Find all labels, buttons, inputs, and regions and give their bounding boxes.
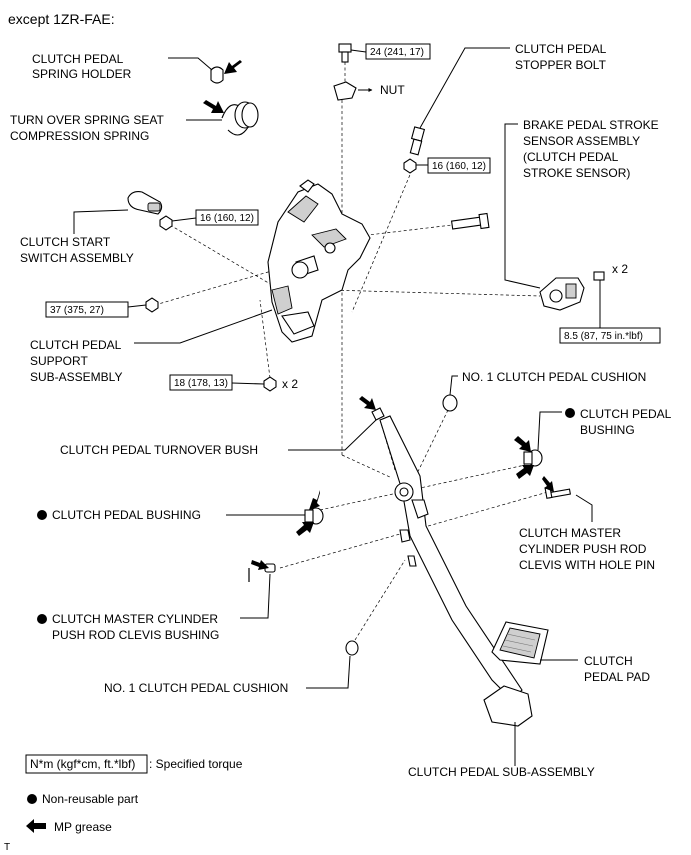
grease-arrow-icon: [542, 476, 554, 492]
turnover-bush-part: [359, 396, 385, 421]
label-support-1: CLUTCH PEDAL: [30, 338, 122, 352]
label-pedal-sub: CLUTCH PEDAL SUB-ASSEMBLY: [408, 765, 595, 779]
bolt-part: [338, 43, 352, 63]
nut-part: [145, 297, 159, 313]
turnover-spring-part: [203, 100, 259, 136]
label-pedal-pad-2: PEDAL PAD: [584, 670, 650, 684]
assembly-lines: [154, 62, 556, 641]
legend-torque-box: N*m (kgf*cm, ft.*lbf): [30, 757, 135, 771]
label-stopper-bolt-1: CLUTCH PEDAL: [515, 42, 607, 56]
label-push-rod-pin-3: CLEVIS WITH HOLE PIN: [519, 558, 655, 572]
label-turnover-bush: CLUTCH PEDAL TURNOVER BUSH: [60, 443, 258, 457]
label-bushing-left: CLUTCH PEDAL BUSHING: [52, 508, 201, 522]
label-support-3: SUB-ASSEMBLY: [30, 370, 122, 384]
label-spring-holder-2: SPRING HOLDER: [32, 67, 132, 81]
label-start-switch-1: CLUTCH START: [20, 235, 111, 249]
label-turnover-spring-1: TURN OVER SPRING SEAT: [10, 113, 164, 127]
pedal-arm-part: [379, 415, 523, 701]
nut-part: [159, 215, 173, 231]
legend-grease: MP grease: [54, 820, 112, 834]
multiplier-support: x 2: [282, 377, 298, 391]
grease-arrow-icon: [203, 100, 224, 113]
non-reusable-dot-icon: [37, 614, 47, 624]
label-stroke-sensor-4: STROKE SENSOR): [523, 166, 630, 180]
cushion-part: [345, 640, 359, 656]
label-nut: NUT: [380, 83, 405, 97]
footer-mark: T: [4, 842, 10, 853]
label-spring-holder-1: CLUTCH PEDAL: [32, 52, 124, 66]
label-pedal-pad-1: CLUTCH: [584, 654, 633, 668]
grease-arrow-icon: [359, 396, 376, 410]
grease-arrow-icon: [516, 465, 534, 479]
label-stroke-sensor-1: BRAKE PEDAL STROKE: [523, 118, 659, 132]
grease-arrow-icon: [514, 436, 531, 452]
label-support-2: SUPPORT: [30, 354, 88, 368]
pedal-foot-part: [483, 685, 533, 727]
label-stroke-sensor-3: (CLUTCH PEDAL: [523, 150, 619, 164]
non-reusable-dot-icon: [565, 408, 575, 418]
label-start-switch-2: SWITCH ASSEMBLY: [20, 251, 134, 265]
nut-part: [263, 376, 277, 392]
grease-arrow-icon: [26, 819, 46, 833]
label-turnover-spring-2: COMPRESSION SPRING: [10, 129, 149, 143]
legend-non-reusable: Non-reusable part: [42, 792, 139, 806]
torque-8-5: 8.5 (87, 75 in.*lbf): [564, 331, 643, 342]
label-push-rod-pin-2: CYLINDER PUSH ROD: [519, 542, 647, 556]
label-cushion-lower: NO. 1 CLUTCH PEDAL CUSHION: [104, 681, 288, 695]
legend: N*m (kgf*cm, ft.*lbf) : Specified torque…: [25, 754, 243, 834]
clevis-pin-part: [542, 476, 571, 499]
torque-16b: 16 (160, 12): [432, 161, 486, 172]
label-push-rod-bushing-2: PUSH ROD CLEVIS BUSHING: [52, 628, 219, 642]
stopper-bolt-part: [409, 126, 426, 156]
nut-part: [333, 81, 357, 101]
label-push-rod-bushing-1: CLUTCH MASTER CYLINDER: [52, 612, 218, 626]
non-reusable-dot-icon: [27, 794, 37, 804]
nut-part: [403, 158, 417, 174]
grease-arrow-icon: [296, 522, 314, 536]
pedal-support-part: [267, 179, 371, 343]
pedal-pad-part: [491, 621, 549, 665]
pivot-bolt-part: [450, 212, 490, 230]
torque-16a: 16 (160, 12): [200, 213, 254, 224]
bushing-left-part: [296, 490, 324, 536]
torque-18: 18 (178, 13): [174, 378, 228, 389]
stroke-sensor-part: [539, 271, 605, 311]
variant-heading: except 1ZR-FAE:: [8, 11, 115, 27]
multiplier-sensor: x 2: [612, 262, 628, 276]
label-push-rod-pin-1: CLUTCH MASTER: [519, 526, 621, 540]
torque-37: 37 (375, 27): [50, 305, 104, 316]
label-bushing-right-2: BUSHING: [580, 423, 635, 437]
grease-arrow-icon: [309, 490, 320, 510]
legend-torque-text: : Specified torque: [149, 757, 243, 771]
label-stroke-sensor-2: SENSOR ASSEMBLY: [523, 134, 640, 148]
grease-arrow-icon: [224, 60, 242, 74]
label-cushion-upper: NO. 1 CLUTCH PEDAL CUSHION: [462, 370, 646, 384]
grease-arrow-icon: [251, 560, 269, 570]
clevis-bushing-part: [248, 560, 276, 582]
cushion-part: [442, 394, 458, 412]
non-reusable-dot-icon: [37, 510, 47, 520]
bushing-right-part: [514, 436, 543, 479]
start-switch-part: [127, 191, 163, 215]
torque-24: 24 (241, 17): [370, 47, 424, 58]
label-stopper-bolt-2: STOPPER BOLT: [515, 58, 607, 72]
spring-holder-part: [210, 60, 242, 84]
label-bushing-right-1: CLUTCH PEDAL: [580, 407, 672, 421]
